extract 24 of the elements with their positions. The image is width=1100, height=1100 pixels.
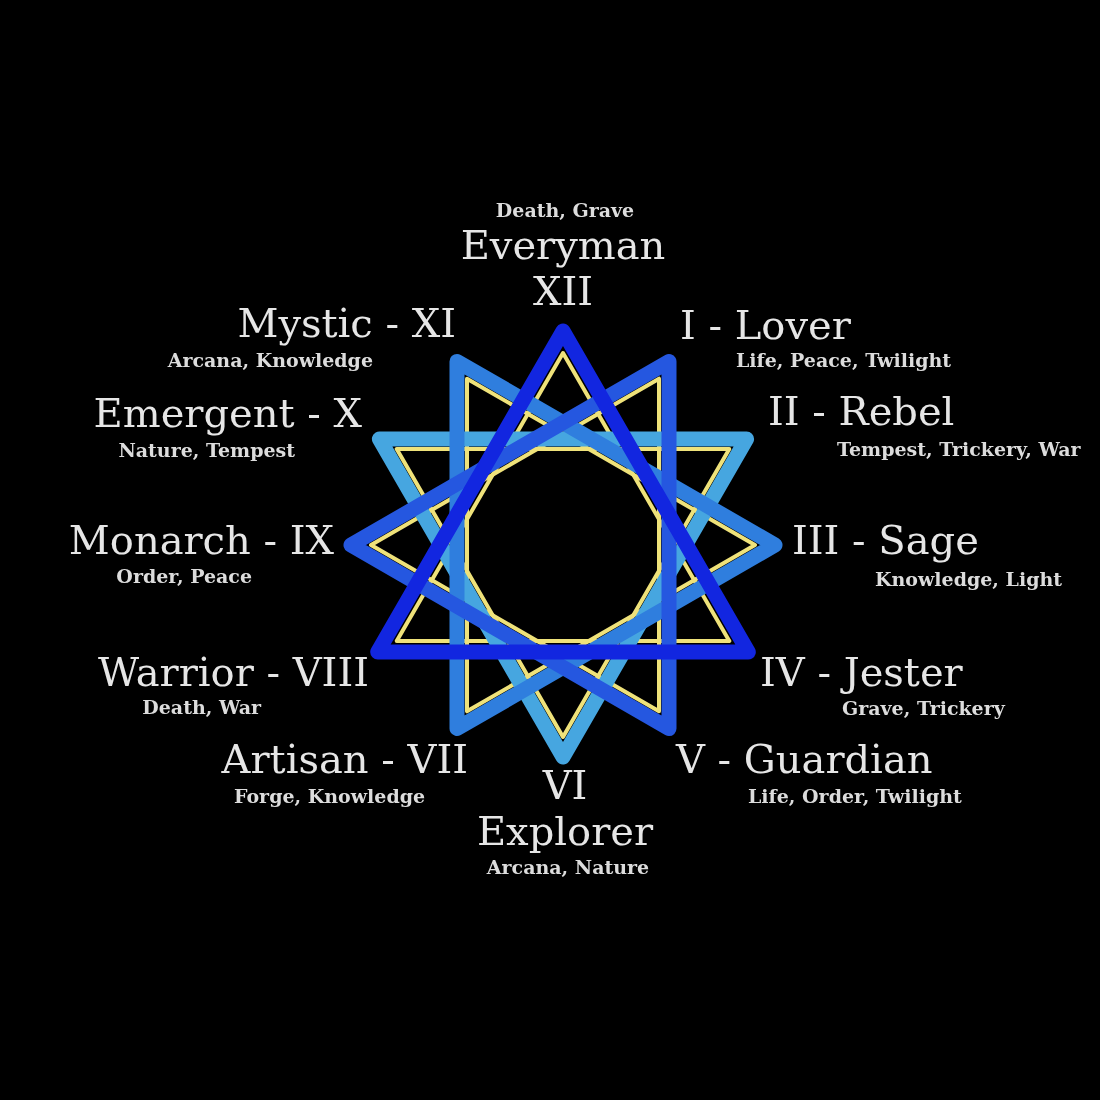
archetype-title: V - Guardian bbox=[676, 736, 933, 782]
domain-list: Nature, Tempest bbox=[118, 440, 295, 462]
domain-list: Arcana, Nature bbox=[418, 857, 718, 879]
archetype-title: Artisan - VII bbox=[221, 736, 468, 782]
domain-list: Order, Peace bbox=[116, 566, 252, 588]
domain-list: Tempest, Trickery, War bbox=[837, 439, 1081, 461]
archetype-title: Everyman XII bbox=[459, 222, 667, 314]
archetype-title: IV - Jester bbox=[760, 649, 963, 695]
domain-list: Death, War bbox=[142, 697, 261, 719]
domain-list: Death, Grave bbox=[415, 200, 715, 222]
domain-list: Life, Order, Twilight bbox=[748, 786, 962, 808]
archetype-title: Mystic - XI bbox=[237, 300, 456, 346]
domain-list: Grave, Trickery bbox=[842, 698, 1005, 720]
archetype-title: Emergent - X bbox=[93, 390, 362, 436]
archetype-title: III - Sage bbox=[792, 517, 979, 563]
archetype-title: I - Lover bbox=[680, 302, 851, 348]
archetype-title: Monarch - IX bbox=[68, 517, 334, 563]
domain-list: Life, Peace, Twilight bbox=[736, 350, 952, 372]
archetype-title: VI Explorer bbox=[475, 762, 655, 854]
domain-list: Forge, Knowledge bbox=[234, 786, 426, 808]
archetype-title: Warrior - VIII bbox=[98, 649, 369, 695]
archetype-title: II - Rebel bbox=[768, 388, 955, 434]
domain-list: Arcana, Knowledge bbox=[167, 350, 373, 372]
domain-list: Knowledge, Light bbox=[875, 569, 1062, 591]
